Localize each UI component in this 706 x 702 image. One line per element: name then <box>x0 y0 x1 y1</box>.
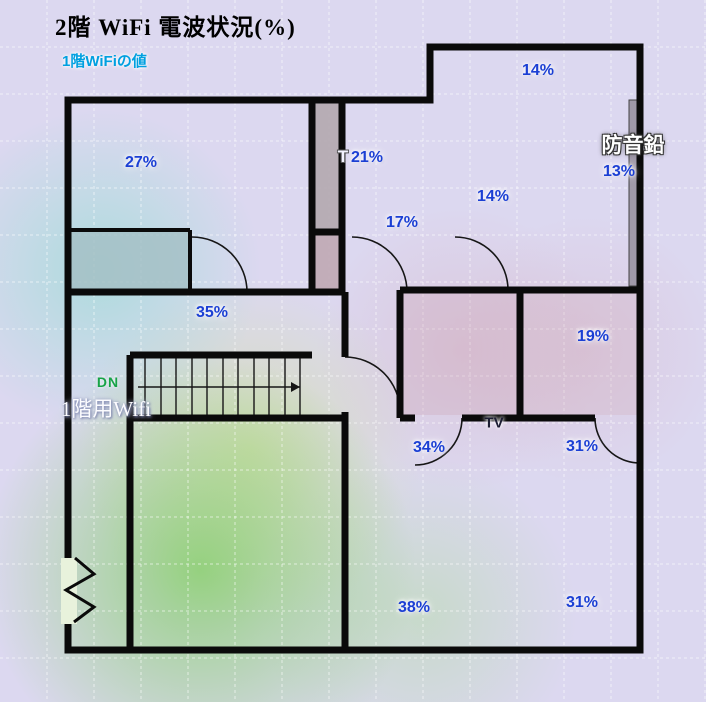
wifi-reading: 17% <box>385 214 419 231</box>
door-arc-center <box>454 236 509 291</box>
door-arc-tv-room <box>414 417 463 466</box>
door-arc-hall-mid <box>344 356 401 413</box>
door-arc-top-left-room <box>191 236 248 293</box>
page-title: 2階 WiFi 電波状況(%) <box>55 15 296 40</box>
duct-fill <box>314 102 341 230</box>
legend-note: 1階WiFiの値 <box>62 53 147 70</box>
wifi-reading: 14% <box>521 62 555 79</box>
wifi-reading: 31% <box>565 594 599 611</box>
stairs-arrow-head <box>291 382 300 392</box>
stairs-down-label: DN <box>96 374 120 390</box>
wall-break-zigzag <box>63 556 97 624</box>
tv-room-fill <box>403 293 517 415</box>
soundproof-lead-label: 防音鉛 <box>601 133 665 157</box>
wifi-reading: 19% <box>576 328 610 345</box>
tv-label: TV <box>484 414 504 432</box>
room-fills <box>70 99 641 415</box>
wifi-reading: 38% <box>397 599 431 616</box>
wifi-reading: 21% <box>350 149 384 166</box>
wifi-reading: 34% <box>412 439 446 456</box>
wifi-reading: 14% <box>476 188 510 205</box>
door-arc-hall-top <box>351 236 408 293</box>
wifi-reading: 31% <box>565 438 599 455</box>
stairs <box>138 357 301 416</box>
wifi-reading: 35% <box>195 304 229 321</box>
toilet-label: T <box>337 147 349 166</box>
perimeter-wall <box>64 43 644 654</box>
wall-closet <box>68 228 192 292</box>
door-arcs <box>191 236 641 466</box>
closet-fill <box>70 232 190 290</box>
walls-layer <box>64 43 644 654</box>
first-floor-wifi-label: 1階用Wifi <box>60 397 152 421</box>
right-room-fill <box>523 293 637 415</box>
wifi-reading: 27% <box>124 154 158 171</box>
door-arc-right-room <box>594 417 641 464</box>
lower-closet-fill <box>314 234 341 290</box>
wall-break-symbol <box>61 556 97 624</box>
wifi-reading: 13% <box>602 163 636 180</box>
